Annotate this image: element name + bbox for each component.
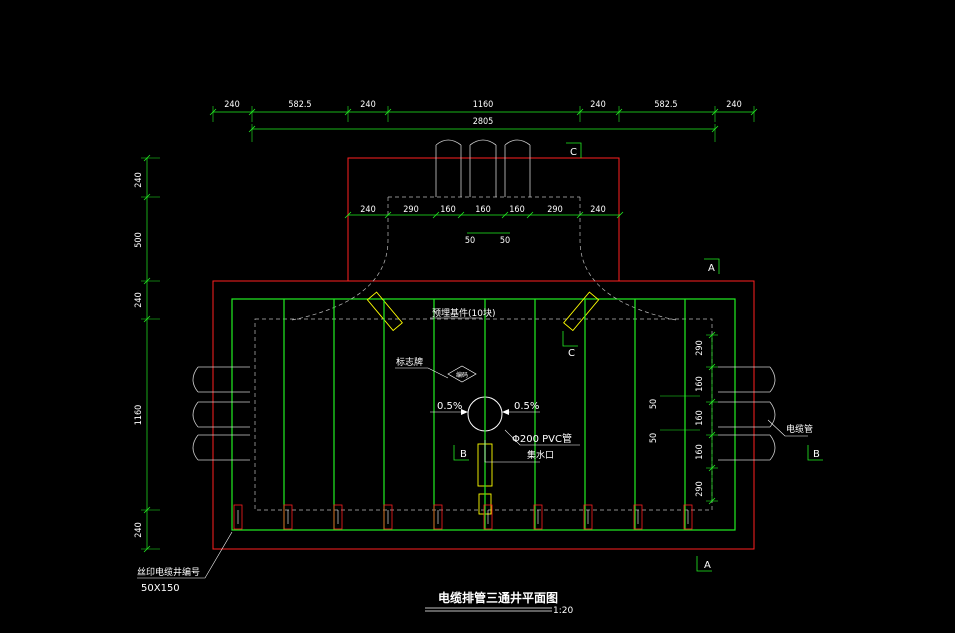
dim-right-2: 160 bbox=[695, 376, 705, 391]
dim-top-3: 240 bbox=[360, 100, 375, 110]
neck-dimensions: 240 290 160 160 160 290 240 50 50 bbox=[360, 205, 605, 246]
tick-neck-5 bbox=[526, 211, 534, 219]
dim-neck-6: 290 bbox=[547, 205, 562, 215]
slope-left-label: 0.5% bbox=[437, 401, 462, 412]
cable-marker-8 bbox=[583, 504, 593, 530]
dim-top-1: 240 bbox=[224, 100, 239, 110]
section-marker-a-bottom: A bbox=[704, 560, 711, 571]
sump-label: 集水口 bbox=[527, 449, 554, 461]
dim-neck-4: 160 bbox=[475, 205, 490, 215]
hidden-line-base bbox=[254, 318, 713, 511]
tick-neck-6 bbox=[576, 211, 584, 219]
dim-left-1: 240 bbox=[134, 172, 144, 187]
dim-neck-3: 160 bbox=[440, 205, 455, 215]
tick-neck-2 bbox=[432, 211, 440, 219]
section-marker-c-mid: C bbox=[568, 348, 575, 359]
right-pipes bbox=[718, 366, 776, 461]
cable-marker-9 bbox=[633, 504, 643, 530]
dim-top-4: 1160 bbox=[473, 100, 494, 110]
dim-top-2: 582.5 bbox=[288, 100, 311, 110]
outer-wall-main bbox=[212, 280, 755, 550]
outer-wall-neck bbox=[347, 157, 620, 281]
marker-sign-box-label: 编码 bbox=[456, 371, 468, 379]
dim-top-5: 240 bbox=[590, 100, 605, 110]
cable-marker-7 bbox=[533, 504, 543, 530]
right-small-leaders bbox=[660, 395, 700, 431]
cable-size-label: 50X150 bbox=[141, 583, 180, 594]
cable-marker-5 bbox=[433, 504, 443, 530]
cable-pipe-label: 电缆管 bbox=[786, 423, 813, 435]
cable-number-markers bbox=[233, 504, 693, 530]
dim-left-3: 240 bbox=[134, 292, 144, 307]
dim-right-3: 160 bbox=[695, 410, 705, 425]
tick-neck-1 bbox=[384, 211, 392, 219]
dimension-ticks bbox=[141, 106, 758, 553]
section-marker-a-top: A bbox=[708, 263, 715, 274]
tick-neck-7 bbox=[616, 211, 624, 219]
embedded-part-label: 预埋基件(10块) bbox=[432, 307, 495, 319]
top-pipes bbox=[435, 139, 531, 197]
left-pipes bbox=[192, 366, 250, 461]
dim-neck-sub-1: 50 bbox=[465, 236, 475, 246]
dim-total: 2805 bbox=[473, 117, 494, 127]
dim-neck-5: 160 bbox=[509, 205, 524, 215]
dim-top-6: 582.5 bbox=[654, 100, 677, 110]
pipe-label: Φ200 PVC管 bbox=[512, 432, 572, 445]
dim-right-small-2: 50 bbox=[649, 433, 659, 443]
dimension-lines bbox=[146, 111, 754, 549]
right-dimensions: 290 160 160 160 290 50 50 bbox=[649, 340, 705, 496]
embedded-rails bbox=[283, 299, 686, 530]
top-dimensions: 240 582.5 240 1160 240 582.5 240 2805 bbox=[224, 100, 741, 127]
cable-marker-3 bbox=[333, 504, 343, 530]
drawing-scale: 1:20 bbox=[553, 606, 573, 616]
cable-marker-6 bbox=[483, 504, 493, 530]
dim-right-small-1: 50 bbox=[649, 399, 659, 409]
dim-neck-sub-2: 50 bbox=[500, 236, 510, 246]
section-marker-c-top: C bbox=[570, 147, 577, 158]
dim-left-5: 240 bbox=[134, 522, 144, 537]
title-underline bbox=[425, 607, 552, 612]
dim-left-4: 1160 bbox=[134, 405, 144, 426]
left-dimensions: 240 500 240 1160 240 bbox=[134, 172, 144, 537]
dim-top-7: 240 bbox=[726, 100, 741, 110]
tick-neck-0 bbox=[344, 211, 352, 219]
slope-right-label: 0.5% bbox=[514, 401, 539, 412]
cable-marker-4 bbox=[383, 504, 393, 530]
inner-wall-main bbox=[231, 298, 736, 531]
cable-marker-10 bbox=[683, 504, 693, 530]
dim-right-1: 290 bbox=[695, 340, 705, 355]
drawing-title: 电缆排管三通井平面图 bbox=[438, 590, 558, 605]
cable-marker-2 bbox=[283, 504, 293, 530]
section-marker-frames bbox=[453, 142, 823, 572]
tick-neck-3 bbox=[457, 211, 465, 219]
dim-right-5: 290 bbox=[695, 481, 705, 496]
marker-sign-frame bbox=[447, 365, 477, 383]
tick-neck-4 bbox=[501, 211, 509, 219]
hidden-line-neck bbox=[291, 196, 677, 321]
dim-neck-2: 290 bbox=[403, 205, 418, 215]
section-marker-b-right: B bbox=[813, 449, 820, 460]
dim-neck-1: 240 bbox=[360, 205, 375, 215]
dim-right-4: 160 bbox=[695, 444, 705, 459]
leader-lines bbox=[137, 317, 808, 579]
cable-marker-1 bbox=[233, 504, 243, 530]
section-marker-b-left: B bbox=[460, 449, 467, 460]
well-structure bbox=[192, 139, 776, 550]
dim-left-2: 500 bbox=[134, 232, 144, 247]
slope-arrows bbox=[461, 409, 509, 415]
cable-number-label: 丝印电缆井编号 bbox=[137, 566, 200, 578]
marker-label: 标志牌 bbox=[396, 356, 423, 368]
diagonal-fittings bbox=[366, 291, 600, 332]
dim-neck-7: 240 bbox=[590, 205, 605, 215]
